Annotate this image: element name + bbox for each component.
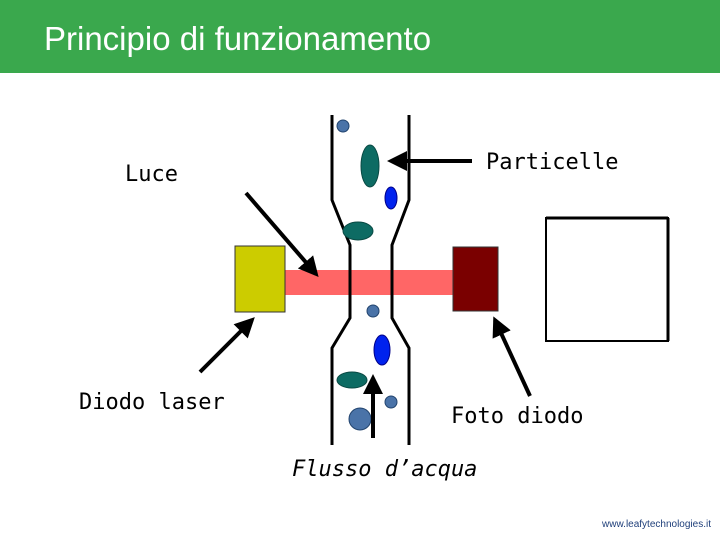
particle-small-steel-bottom: [384, 395, 398, 409]
arrow-photodiode-label: [492, 316, 532, 397]
photodiode: [452, 246, 499, 312]
particle-steel-large: [348, 407, 372, 431]
label-photodiode: Foto diodo: [451, 404, 584, 429]
arrow-light-to-channel: [244, 191, 319, 278]
label-water-flow: Flusso d’acqua: [292, 457, 478, 482]
label-light: Luce: [125, 162, 178, 187]
label-particles: Particelle: [486, 150, 619, 175]
flow-channel-right-wall: [390, 115, 411, 445]
particle-teal-vertical: [360, 144, 380, 188]
slide-title: Principio di funzionamento: [44, 20, 432, 57]
particle-blue-large: [373, 334, 391, 366]
particle-small-steel-top: [336, 119, 350, 133]
laser-diode: [234, 245, 286, 313]
label-laser-diode: Diodo laser: [79, 390, 225, 415]
title-bar: [0, 0, 720, 73]
arrow-laser-diode-label: [198, 317, 255, 374]
particle-blue-small: [384, 186, 398, 210]
footer-website: www.leafytechnologies.it: [602, 519, 711, 530]
particle-teal-horizontal: [342, 221, 374, 241]
particle-small-steel-mid: [366, 304, 380, 318]
detector-box: [545, 217, 669, 342]
flow-channel-left-wall: [330, 115, 352, 445]
laser-beam: [285, 270, 460, 295]
particle-teal-bottom: [336, 371, 368, 389]
